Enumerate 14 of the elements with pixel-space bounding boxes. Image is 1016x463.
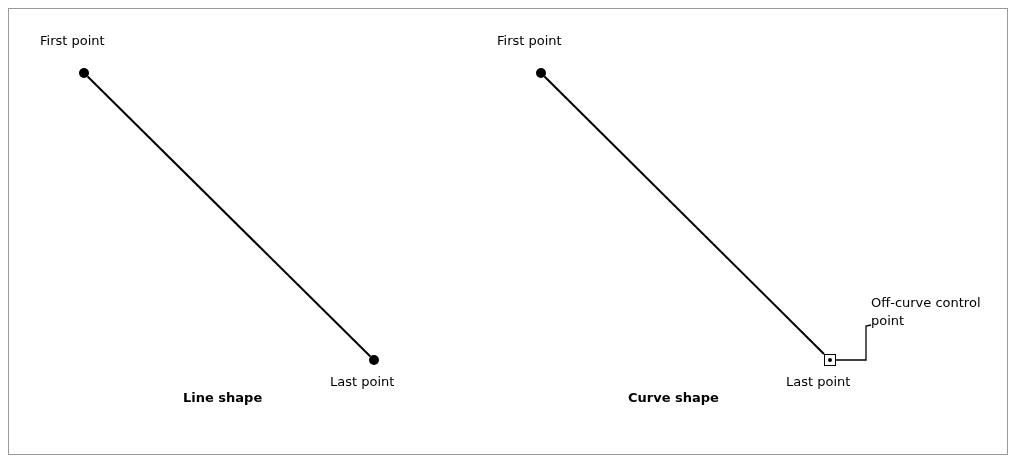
leader-line (835, 324, 872, 361)
point-label: First point (497, 33, 562, 48)
control-point-marker (824, 354, 836, 366)
point-label: Last point (786, 374, 851, 389)
anchor-point (79, 68, 89, 78)
shape-caption: Curve shape (628, 390, 719, 405)
point-label: Last point (330, 374, 395, 389)
anchor-point (369, 355, 379, 365)
callout-text: Off-curve control point (871, 294, 982, 330)
shape-caption: Line shape (183, 390, 263, 405)
anchor-point (536, 68, 546, 78)
line-segment (543, 75, 825, 355)
point-label: First point (40, 33, 105, 48)
line-segment (86, 75, 372, 358)
